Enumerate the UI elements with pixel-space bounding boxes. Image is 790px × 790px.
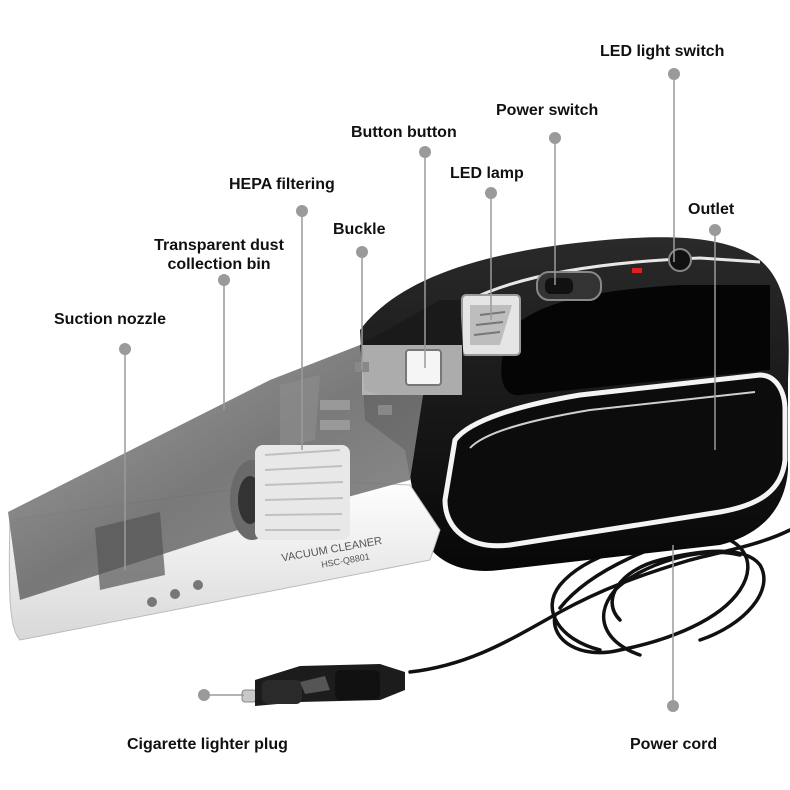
- label-buckle: Buckle: [333, 221, 386, 238]
- vacuum-body: [360, 237, 789, 571]
- label-led-lamp: LED lamp: [450, 165, 524, 182]
- label-transparent-dust-bin: Transparent dust collection bin: [139, 236, 299, 274]
- dot-outlet: [709, 224, 721, 236]
- label-transparent-dust-bin-line1: Transparent dust: [154, 237, 284, 254]
- dot-hepa-filtering: [296, 205, 308, 217]
- label-suction-nozzle: Suction nozzle: [54, 311, 166, 328]
- release-button[interactable]: [405, 349, 442, 386]
- label-button-button: Button button: [351, 124, 457, 141]
- dot-suction-nozzle: [119, 343, 131, 355]
- dot-power-cord: [667, 700, 679, 712]
- label-dots: [119, 68, 721, 712]
- label-hepa-filtering: HEPA filtering: [229, 176, 335, 193]
- dot-cigarette-lighter-plug: [198, 689, 210, 701]
- led-light-switch[interactable]: [668, 248, 692, 272]
- label-cigarette-lighter-plug: Cigarette lighter plug: [127, 736, 288, 753]
- dot-led-lamp: [485, 187, 497, 199]
- hepa-filter: [230, 400, 350, 540]
- label-transparent-dust-bin-line2: collection bin: [167, 256, 271, 273]
- label-power-switch: Power switch: [496, 102, 599, 119]
- cigarette-lighter-plug: [241, 664, 405, 706]
- dot-power-switch: [549, 132, 561, 144]
- power-cord: [408, 528, 790, 674]
- label-outlet: Outlet: [688, 201, 735, 218]
- label-led-light-switch: LED light switch: [600, 43, 725, 60]
- label-power-cord: Power cord: [630, 736, 718, 753]
- dot-button-button: [419, 146, 431, 158]
- top-cap: [355, 300, 465, 415]
- leader-lines: [124, 74, 716, 706]
- dot-buckle: [356, 246, 368, 258]
- led-indicator: [632, 268, 642, 273]
- dot-led-light-switch: [668, 68, 680, 80]
- dot-transparent-dust-bin: [218, 274, 230, 286]
